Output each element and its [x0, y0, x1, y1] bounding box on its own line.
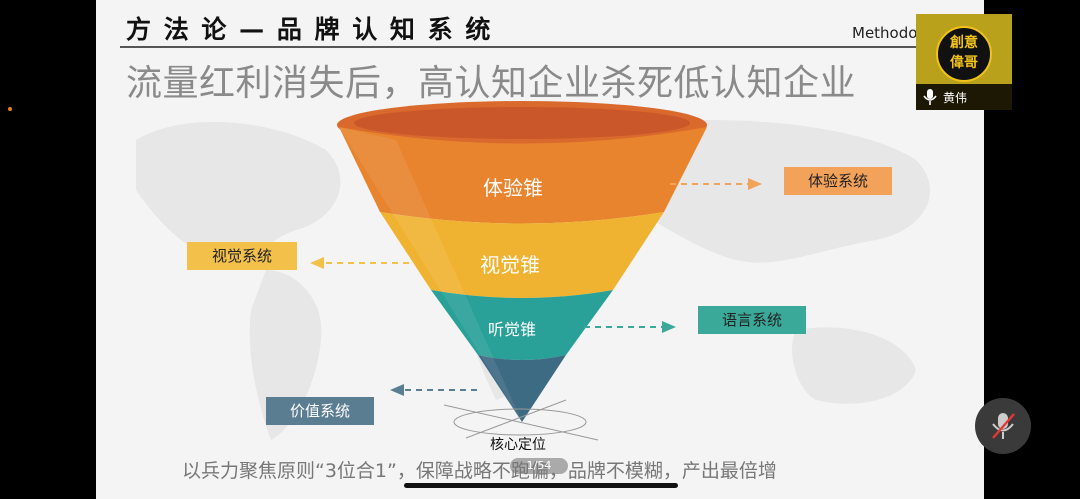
notification-dot [8, 107, 12, 111]
arrowhead-experience [748, 178, 762, 190]
visual-system-box: 视觉系统 [187, 242, 297, 270]
participant-logo-text: 創意偉哥 [950, 35, 978, 71]
funnel-diagram [310, 101, 762, 441]
home-indicator-bar[interactable] [404, 483, 678, 488]
core-target-ring [453, 408, 587, 436]
header-title: 方 法 论 — 品 牌 认 知 系 统 [126, 15, 493, 44]
participant-name: 黄伟 [943, 91, 968, 105]
arrowhead-language [662, 321, 676, 333]
funnel-layer-visual [380, 212, 664, 298]
experience-system-box: 体验系统 [784, 167, 892, 195]
header-divider [120, 46, 970, 48]
funnel-rim-inner [354, 107, 690, 139]
funnel-label-visual: 视觉锥 [480, 253, 540, 277]
participant-name-bar: 黄伟 [916, 84, 1012, 110]
language-system-box: 语言系统 [698, 306, 806, 334]
arrowhead-value [390, 384, 404, 396]
slide-headline: 流量红利消失后，高认知企业杀死低认知企业 [126, 63, 857, 104]
page-indicator: 1/54 [510, 458, 568, 474]
mute-microphone-button[interactable] [975, 398, 1031, 454]
participant-video-tile[interactable]: 創意偉哥 黄伟 [916, 14, 1012, 110]
funnel-layer-experience [339, 127, 707, 224]
participant-logo: 創意偉哥 [936, 26, 992, 82]
core-positioning-label: 核心定位 [490, 437, 546, 453]
presentation-slide: 方 法 论 — 品 牌 认 知 系 统 Methodology 流量红利消失后，… [96, 0, 984, 499]
mic-muted-icon [992, 413, 1015, 439]
funnel-layer-auditory [431, 290, 613, 360]
slide-footer-text: 以兵力聚焦原则“3位合1”，保障战略不跑偏，品牌不模糊，产出最倍增 [182, 460, 777, 482]
value-system-box: 价值系统 [266, 397, 374, 425]
core-target-cross-2 [465, 399, 567, 439]
mic-icon [923, 89, 937, 105]
methodology-label: Methodology [852, 24, 932, 42]
funnel-layer-core [478, 355, 566, 422]
funnel-label-experience: 体验锥 [483, 176, 543, 200]
funnel-label-auditory: 听觉锥 [487, 320, 536, 339]
arrowhead-visual [310, 257, 324, 269]
core-target-cross-1 [443, 404, 599, 441]
